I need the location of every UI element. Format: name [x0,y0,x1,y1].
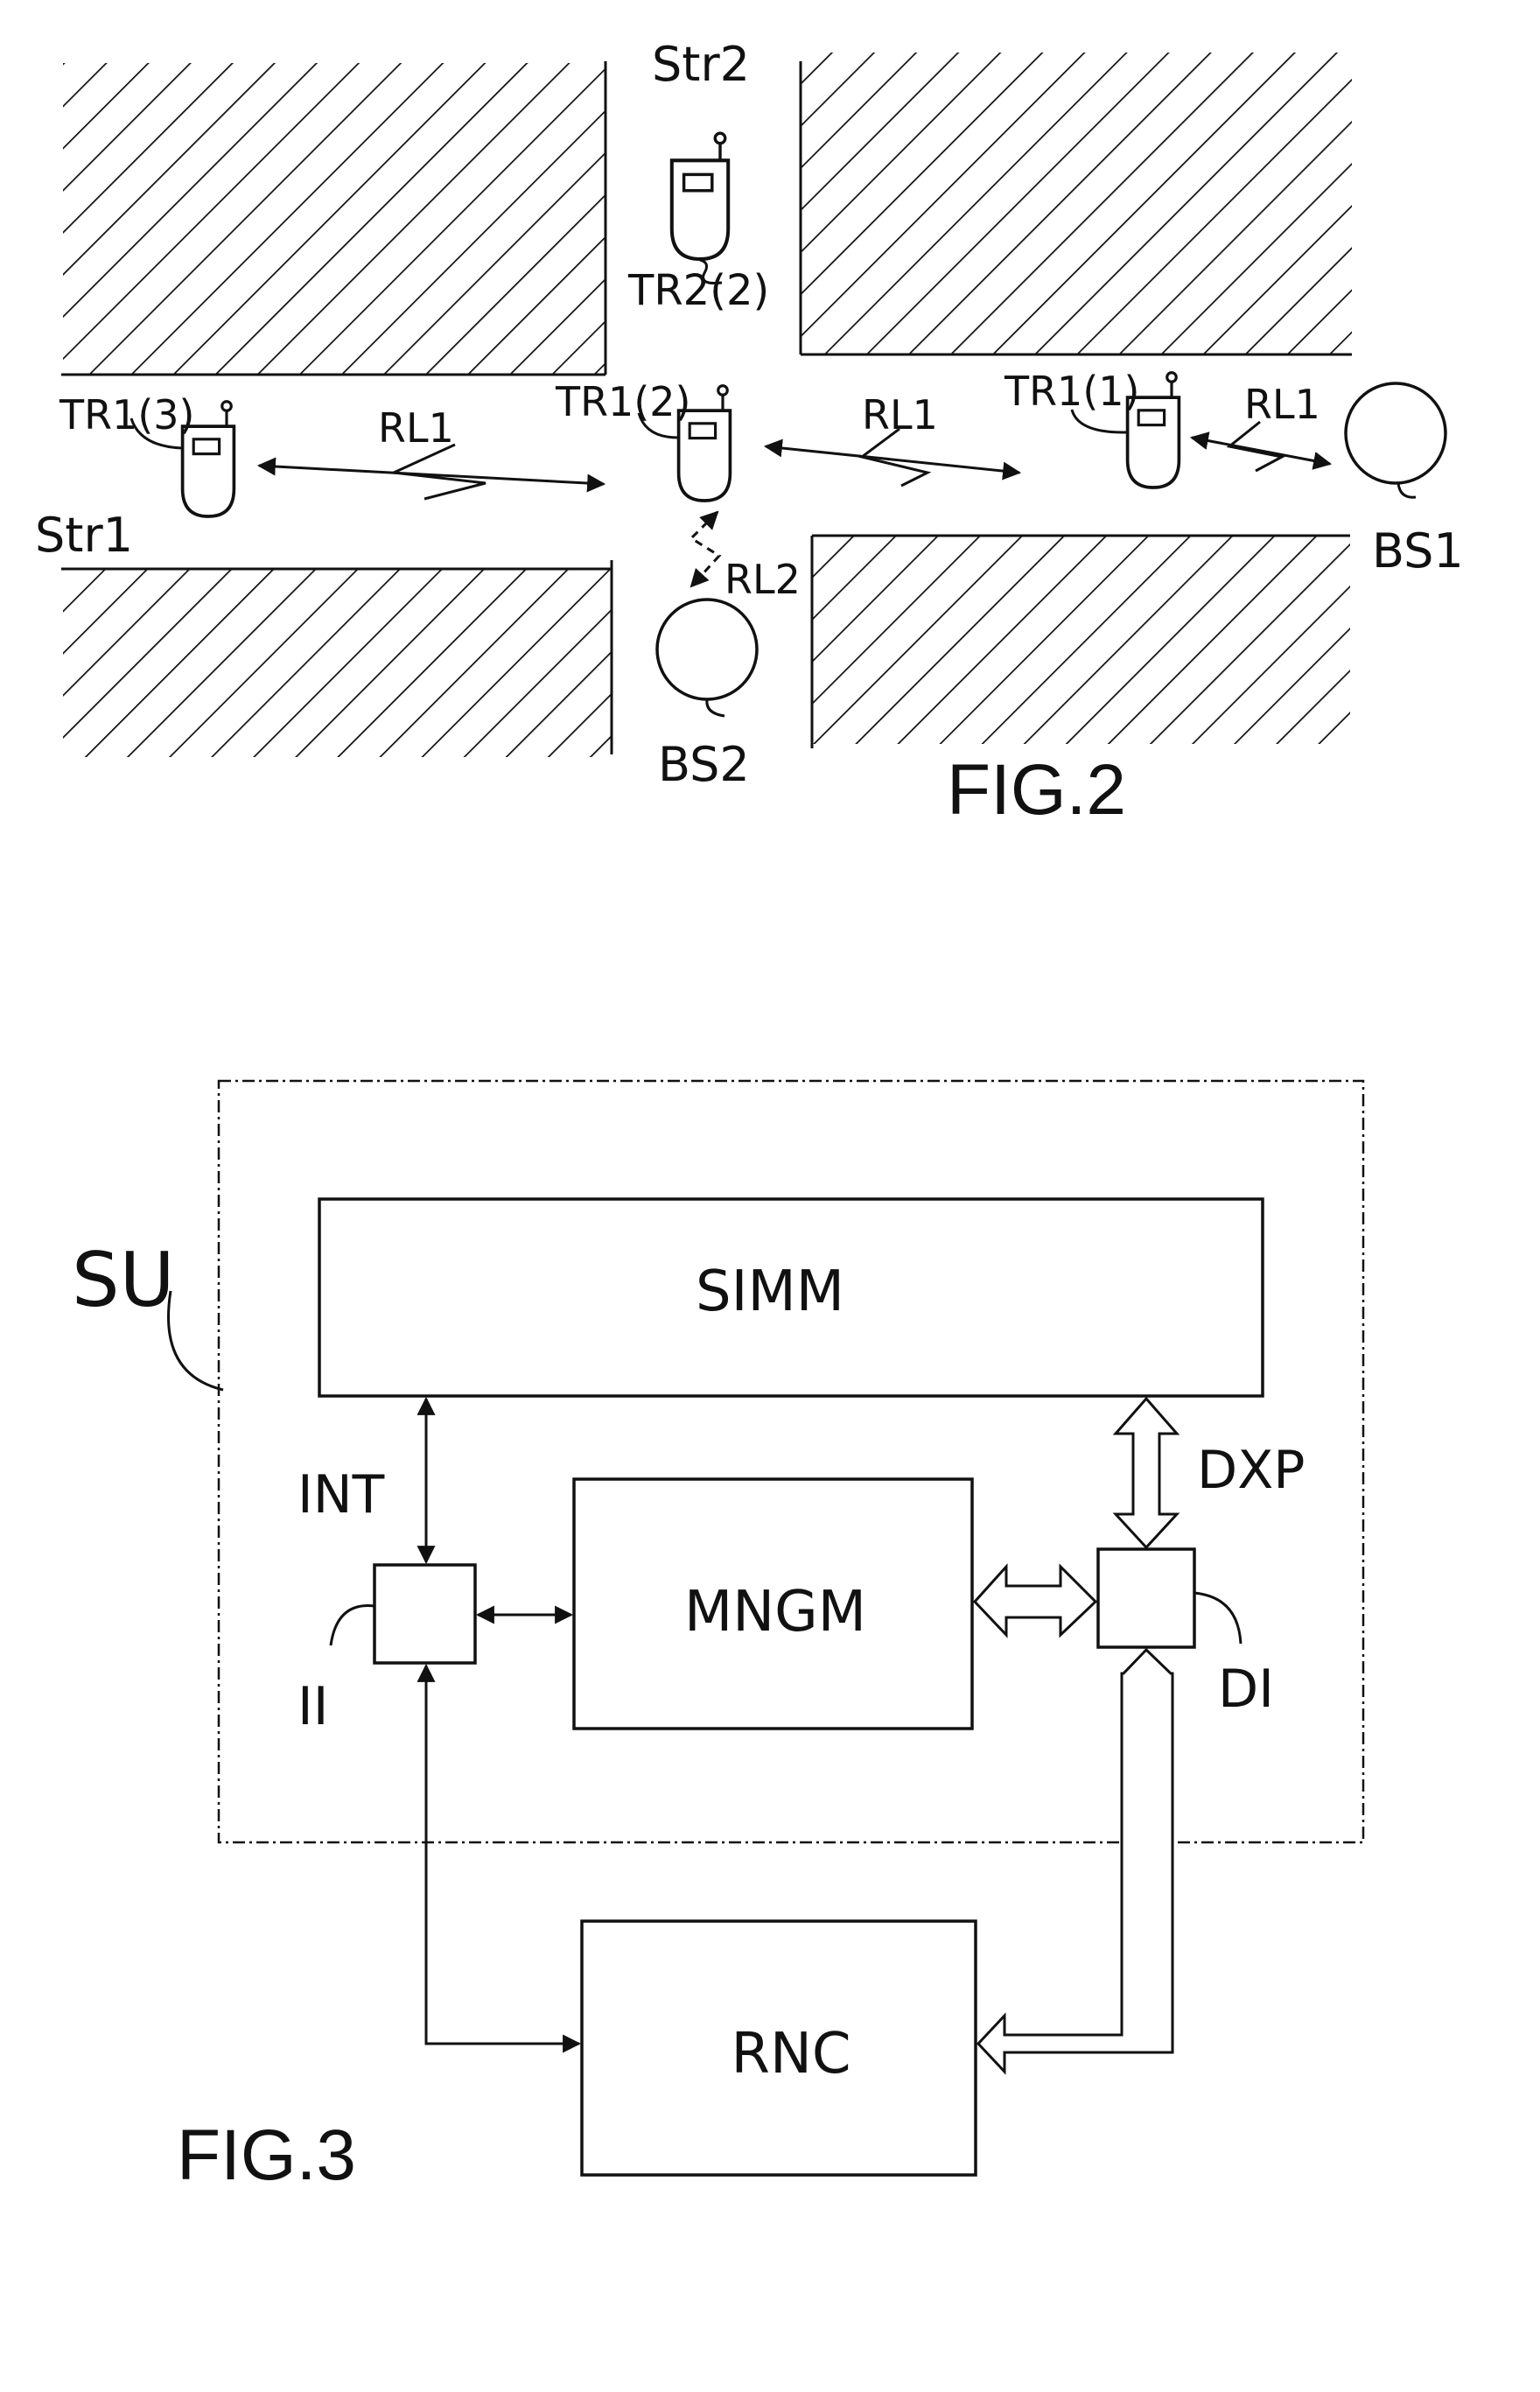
terminal-label-tr1-3: TR1(3) [59,391,195,438]
terminal-label-tr2-2: TR2(2) [627,266,769,315]
building-block-bottom-right [812,536,1350,744]
interface-label-di: DI [1218,1659,1274,1720]
leader-line [707,699,724,716]
link-label-rl1-left: RL1 [378,404,454,452]
fig3-block-diagram: SU SIMM MNGM RNC II DI INT DXP [72,1081,1363,2195]
radio-link-arrow [1192,438,1330,464]
street-label-str2: Str2 [652,37,750,92]
radio-link-arrow [259,466,604,484]
interface-ii-box [374,1565,475,1663]
leader-line [1398,483,1416,497]
radio-link-arrow [766,446,1019,473]
link-label-dxp: DXP [1197,1440,1306,1501]
link-label-rl1-right: RL1 [1244,381,1320,428]
leader-line [331,1606,374,1645]
base-station-label-bs1: BS1 [1372,523,1464,579]
leader-line [1194,1593,1241,1644]
mobile-terminal-icon [672,133,728,259]
link-dxp-hollow-arrow [1116,1399,1177,1547]
base-station-bs1-icon [1346,383,1446,483]
link-ii-rnc-arrow [426,1666,579,2044]
interface-di-box [1098,1549,1194,1647]
link-label-rl2: RL2 [724,556,801,603]
radio-link-squiggle [394,445,486,499]
building-block-top-left [63,63,606,374]
unit-label-su: SU [72,1237,175,1324]
figure-caption-fig2: FIG.2 [947,750,1126,830]
link-di-rnc-hollow-arrow [978,1650,1172,2072]
fig2-street-map: Str2 Str1 TR2(2) TR1(3) TR1(2) [35,37,1464,830]
radio-link-rl2-dashed [691,512,719,586]
link-label-int: INT [298,1464,385,1526]
figure-caption-fig3: FIG.3 [177,2115,356,2195]
block-label-mngm: MNGM [684,1580,866,1645]
block-label-rnc: RNC [731,2022,850,2087]
base-station-label-bs2: BS2 [658,737,750,792]
terminal-label-tr1-1: TR1(1) [1004,368,1140,415]
link-label-rl1-mid: RL1 [862,391,938,438]
building-block-top-right [801,53,1352,354]
base-station-bs2-icon [657,600,757,699]
link-mngm-di-hollow-arrow [975,1567,1096,1635]
interface-label-ii: II [298,1676,328,1737]
street-label-str1: Str1 [35,508,133,563]
leader-line [169,1291,224,1390]
block-label-simm: SIMM [696,1259,844,1324]
building-block-bottom-left [63,569,612,757]
terminal-label-tr1-2: TR1(2) [555,378,691,425]
